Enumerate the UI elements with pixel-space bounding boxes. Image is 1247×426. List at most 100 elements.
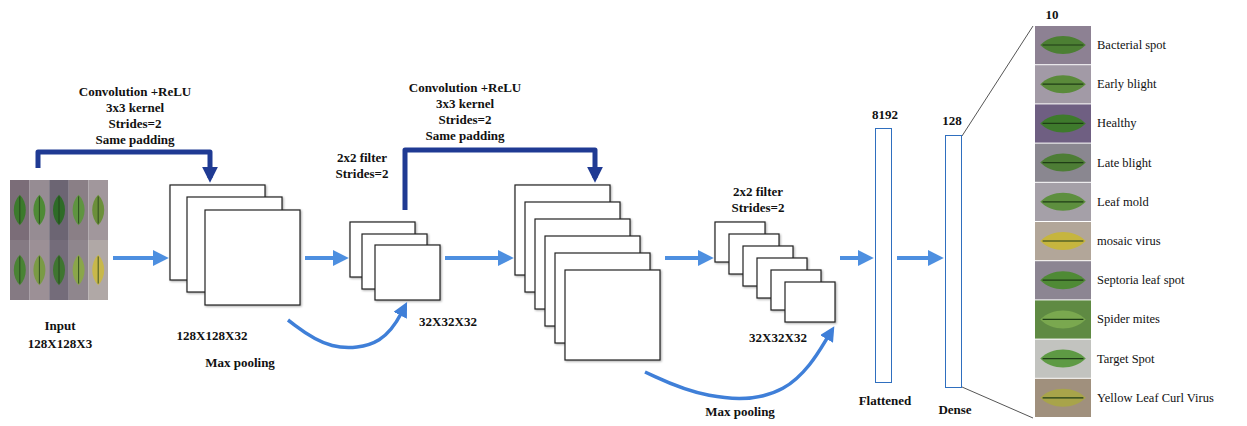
leaf-picture xyxy=(1040,389,1086,407)
thumbnail xyxy=(1035,300,1091,338)
class-label: Healthy xyxy=(1033,116,1137,131)
image-tile xyxy=(88,180,108,240)
leaf-picture xyxy=(14,255,26,285)
pooling-label: 2x2 filter Strides=2 xyxy=(730,184,787,216)
leaf-picture xyxy=(1040,310,1086,328)
class-label: Spider mites xyxy=(1033,312,1160,327)
dense-layer: 128Dense xyxy=(945,135,962,388)
class-entry: Healthy xyxy=(1033,104,1238,143)
class-label: Early blight xyxy=(1033,77,1156,92)
input-image: Input128X128X3 xyxy=(10,180,108,300)
class-label: mosaic virus xyxy=(1033,234,1161,249)
leaf-picture xyxy=(1040,350,1086,368)
image-tile xyxy=(69,180,89,240)
class-entry: Septoria leaf spot xyxy=(1033,261,1238,300)
thumbnail xyxy=(1035,379,1091,417)
fan-line xyxy=(962,26,1033,136)
class-entry: Spider mites xyxy=(1033,300,1238,339)
class-entry: Yellow Leaf Curl Virus xyxy=(1033,379,1238,418)
thumbnail xyxy=(1035,26,1091,64)
thumbnail xyxy=(1035,222,1091,260)
leaf-picture xyxy=(53,195,65,225)
leaf-picture xyxy=(73,255,85,285)
operation-label: Convolution +ReLU 3x3 kernel Strides=2 S… xyxy=(77,84,194,148)
leaf-picture xyxy=(1040,75,1086,93)
image-tile xyxy=(10,180,30,240)
leaf-picture xyxy=(1040,36,1086,54)
image-tile xyxy=(10,240,30,300)
class-thumbnails xyxy=(1035,26,1091,417)
layer-arrow xyxy=(113,256,164,260)
leaf-picture xyxy=(33,255,45,285)
leaf-picture xyxy=(1040,114,1086,132)
image-tile xyxy=(30,180,50,240)
leaf-picture xyxy=(1040,271,1086,289)
feature-map xyxy=(785,282,835,322)
class-label: Septoria leaf spot xyxy=(1033,273,1185,288)
feature-map xyxy=(205,210,300,305)
image-tile xyxy=(88,240,108,300)
leaf-picture xyxy=(73,195,85,225)
feature-map xyxy=(565,270,660,360)
class-label: Bacterial spot xyxy=(1033,38,1166,53)
layer-arrow xyxy=(305,256,344,260)
class-label: Late blight xyxy=(1033,156,1152,171)
feature-map-stack: 128X128X32 xyxy=(170,185,300,305)
thumbnail xyxy=(1035,261,1091,299)
max-pooling-arrow xyxy=(288,306,405,348)
layer-arrow xyxy=(840,256,869,260)
leaf-picture xyxy=(1040,193,1086,211)
convolution-bracket-arrow xyxy=(38,152,210,178)
flattened-layer: 8192Flattened xyxy=(875,128,892,383)
feature-maps xyxy=(170,185,835,360)
image-tile xyxy=(49,240,69,300)
layer-arrow xyxy=(665,256,709,260)
class-entry: Bacterial spot xyxy=(1033,26,1238,65)
thumbnail xyxy=(1035,65,1091,103)
layer-arrow xyxy=(445,256,509,260)
layer-label: Input xyxy=(44,318,75,334)
layer-label: 128X128X32 xyxy=(177,328,248,344)
class-entry: Early blight xyxy=(1033,65,1238,104)
operation-label: Max pooling xyxy=(203,355,277,371)
layer-label: 10 xyxy=(1046,7,1059,23)
class-entry: Leaf mold xyxy=(1033,183,1238,222)
class-label: Target Spot xyxy=(1033,352,1155,367)
class-entry: Target Spot xyxy=(1033,340,1238,379)
layer-arrow xyxy=(897,256,939,260)
leaf-picture xyxy=(1040,154,1086,172)
image-tile xyxy=(49,180,69,240)
feature-map xyxy=(375,245,440,300)
pooled-map-stack: 32X32X32 xyxy=(715,222,835,322)
image-tile xyxy=(30,240,50,300)
leaf-picture xyxy=(92,195,104,225)
output-layer: 10Bacterial spotEarly blightHealthyLate … xyxy=(1033,26,1238,418)
pooled-map-stack: 32X32X32 xyxy=(350,222,440,300)
layer-label: 8192 xyxy=(872,107,898,123)
convolution-bracket-arrow xyxy=(405,150,595,210)
class-label: Yellow Leaf Curl Virus xyxy=(1033,391,1214,406)
class-entry: Late blight xyxy=(1033,144,1238,183)
layer-label: Dense xyxy=(938,402,971,418)
class-entry: mosaic virus xyxy=(1033,222,1238,261)
class-label: Leaf mold xyxy=(1033,195,1149,210)
image-tile xyxy=(69,240,89,300)
fan-line xyxy=(962,387,1033,418)
operation-label: Convolution +ReLU 3x3 kernel Strides=2 S… xyxy=(407,80,524,144)
operation-label: Max pooling xyxy=(703,404,777,420)
layer-label: 32X32X32 xyxy=(749,330,807,346)
leaf-picture xyxy=(33,195,45,225)
thumbnail xyxy=(1035,340,1091,378)
layer-label: 128 xyxy=(942,113,962,129)
thumbnail xyxy=(1035,183,1091,221)
feature-map-stack xyxy=(515,185,660,360)
thumbnail xyxy=(1035,104,1091,142)
leaf-picture xyxy=(92,255,104,285)
leaf-picture xyxy=(1040,232,1086,250)
max-pooling-arrow xyxy=(645,330,832,398)
pooling-label: 2x2 filter Strides=2 xyxy=(334,150,391,182)
layer-label: Flattened xyxy=(859,393,912,409)
layer-label: 128X128X3 xyxy=(28,336,92,352)
leaf-picture xyxy=(53,255,65,285)
thumbnail xyxy=(1035,144,1091,182)
